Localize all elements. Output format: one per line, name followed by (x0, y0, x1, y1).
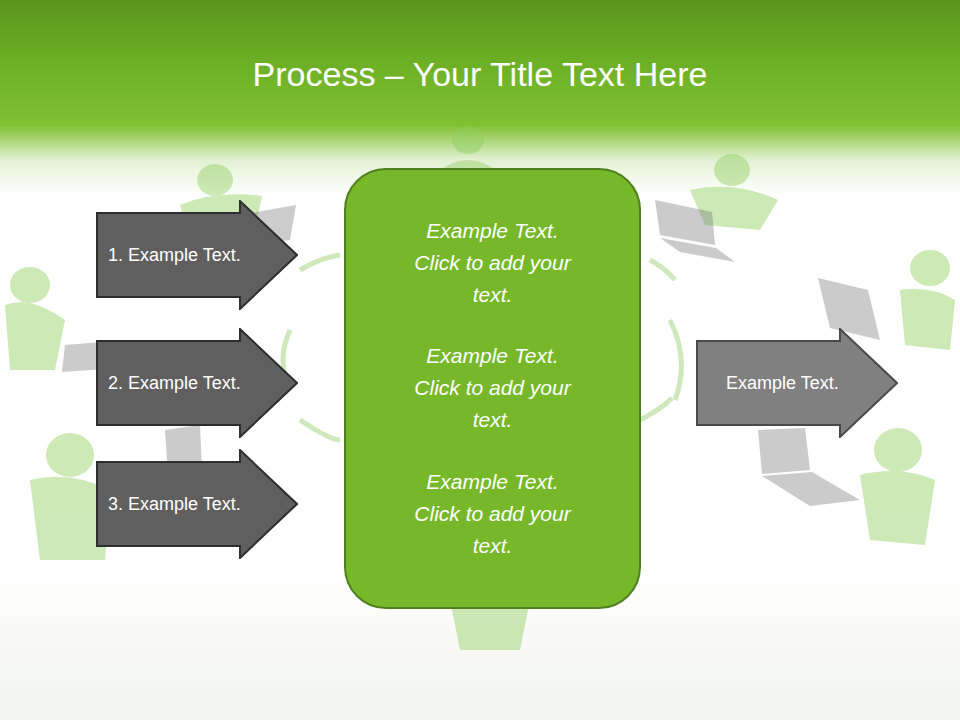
arrow-label: Example Text. (726, 372, 839, 394)
content-text: Example Text. Click to add your text. (413, 466, 573, 562)
arrow-label: 1. Example Text. (108, 244, 241, 266)
arrow-box: 1. Example Text. (96, 200, 298, 310)
arrow-label: 2. Example Text. (108, 372, 241, 394)
content-box: Example Text. Click to add your text. Exa… (344, 168, 641, 609)
content-text: Example Text. Click to add your text. (413, 340, 573, 436)
content-text: Example Text. Click to add your text. (413, 215, 573, 311)
arrow-box: Example Text. (696, 328, 898, 438)
slide-title: Process – Your Title Text Here (0, 52, 960, 96)
arrow-box: 2. Example Text. (96, 328, 298, 438)
arrow-box: 3. Example Text. (96, 449, 298, 559)
arrow-label: 3. Example Text. (108, 493, 241, 515)
